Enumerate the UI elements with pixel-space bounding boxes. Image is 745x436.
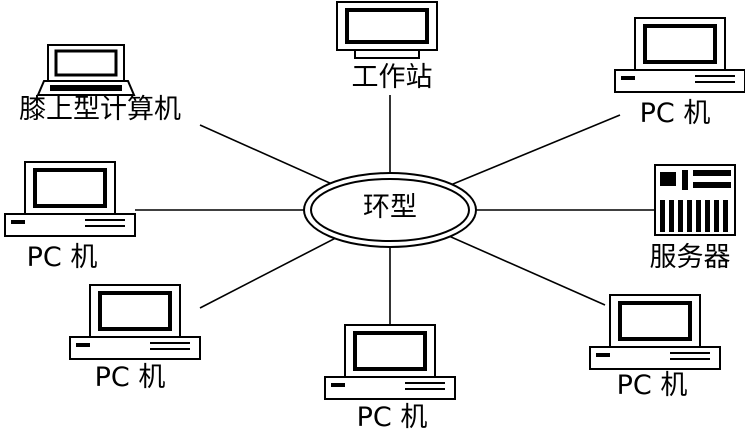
server-icon [654,164,736,236]
pc-icon-bottom-right [588,293,722,371]
node-label-pc-top-right: PC 机 [639,98,711,129]
node-label-pc-bottom: PC 机 [356,402,428,433]
pc-icon-top-right [613,16,745,94]
workstation-icon [336,1,438,59]
pc-icon-bottom [323,323,457,401]
ring-ellipse [303,172,477,248]
node-label-pc-bottom-left: PC 机 [94,362,166,393]
node-label-laptop: 膝上型计算机 [19,94,181,125]
node-label-pc-left: PC 机 [26,242,98,273]
node-label-workstation: 工作站 [351,62,433,93]
node-label-server: 服务器 [649,242,731,273]
node-label-pc-bottom-right: PC 机 [616,370,688,401]
pc-icon-left [3,160,137,238]
ring-label: 环型 [363,192,417,223]
laptop-icon [36,44,136,96]
pc-icon-bottom-left [68,283,202,361]
